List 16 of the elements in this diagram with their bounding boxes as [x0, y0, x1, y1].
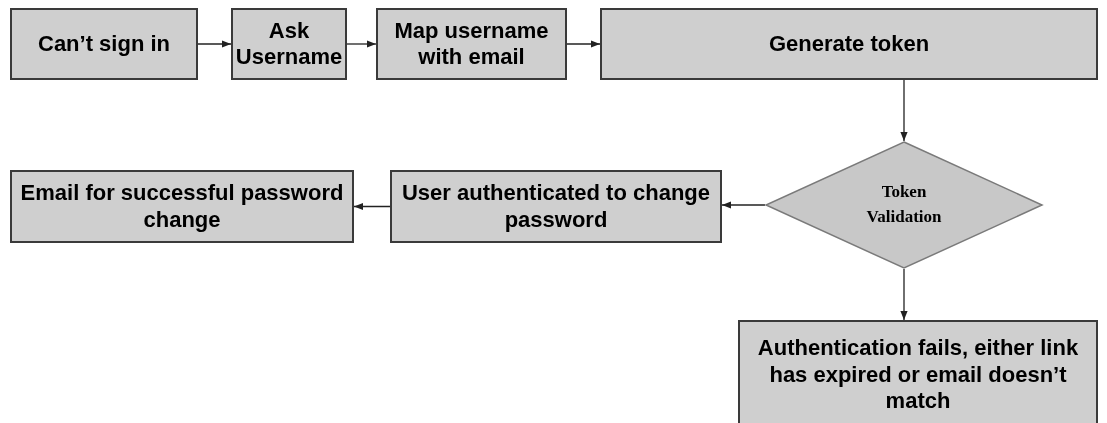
arrow — [900, 268, 908, 321]
process-box: Authentication fails, either link has expired or email doesn’t match — [738, 320, 1098, 423]
decision-diamond — [764, 141, 1044, 269]
process-box: User authenticated to change password — [390, 170, 722, 243]
arrow — [353, 202, 391, 211]
process-box: Can’t sign in — [10, 8, 198, 80]
arrow — [566, 40, 601, 48]
process-box: Ask Username — [231, 8, 347, 80]
process-box: Email for successful password change — [10, 170, 354, 243]
arrow — [197, 40, 232, 48]
process-box: Generate token — [600, 8, 1098, 80]
arrow — [900, 79, 908, 142]
arrow — [721, 201, 766, 209]
process-box: Map username with email — [376, 8, 567, 80]
arrow — [346, 40, 377, 48]
decision-label: Token Validation — [865, 181, 943, 228]
